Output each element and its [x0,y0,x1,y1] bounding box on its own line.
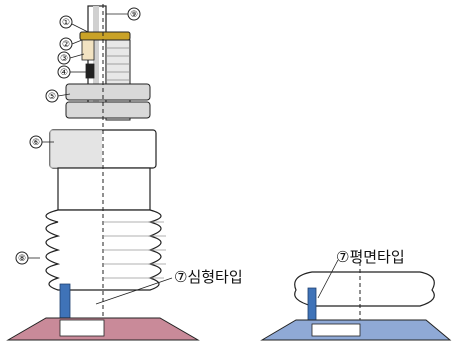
pad-inner-grid [59,319,105,337]
flat-type-pad-assembly [260,262,452,341]
pad-neck [57,167,151,211]
svg-text:⑨: ⑨ [130,10,138,20]
callout-8: ⑧ [15,251,40,265]
spring-seat [81,39,95,61]
tube-inner-shade [93,6,99,106]
svg-text:⑧: ⑧ [18,254,26,264]
callout-6: ⑥ [29,135,54,149]
fitting-body-shade [50,130,102,168]
bellows-fold-lines [104,221,166,279]
o-ring [85,63,95,79]
svg-text:⑤: ⑤ [48,92,56,102]
callout-1: ① [59,15,89,33]
nut-lower [65,101,151,119]
flat-type-label: ⑦평면타입 [336,248,405,266]
deep-type-pad-assembly [6,4,200,341]
deep-type-callout: ⑦심형타입 [95,268,243,305]
flat-type-callout: ⑦평면타입 [317,248,405,299]
thread-lines [106,47,130,81]
brass-cap [79,31,131,41]
flat-pad-body [294,271,435,307]
callout-3: ③ [57,51,85,65]
callout-9: ⑨ [106,7,141,21]
callout-5: ⑤ [45,89,71,103]
svg-text:①: ① [62,18,70,28]
callout-4: ④ [57,65,86,79]
svg-text:⑥: ⑥ [32,138,40,148]
flat-inner-grid [311,323,361,337]
callout-2: ② [59,37,83,51]
svg-text:③: ③ [60,54,68,64]
svg-text:②: ② [62,40,70,50]
deep-type-label: ⑦심형타입 [174,268,243,286]
nut-upper [65,83,151,101]
svg-text:④: ④ [60,68,68,78]
